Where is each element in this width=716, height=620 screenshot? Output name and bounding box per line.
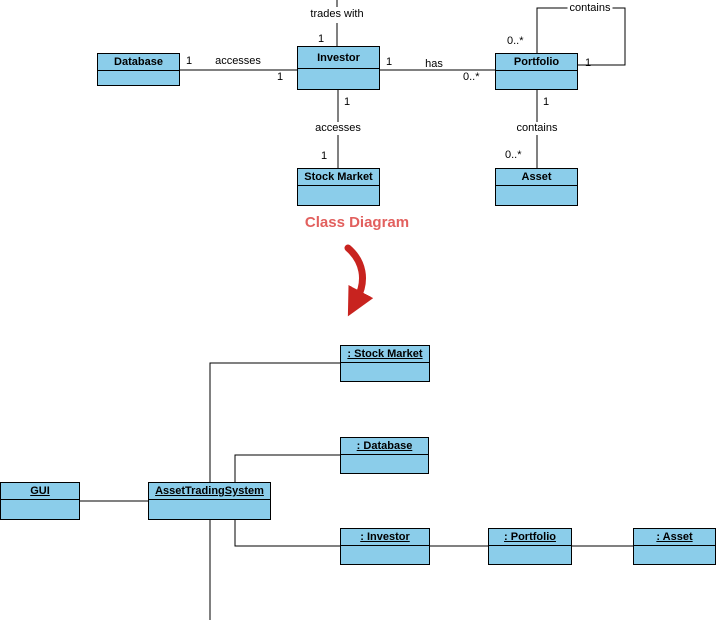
object-name-asset: : Asset xyxy=(634,529,715,546)
edge-portfolio-self-loop xyxy=(536,7,626,66)
class-name-stock-market: Stock Market xyxy=(298,169,379,186)
edge-label-contains-asset: contains xyxy=(514,122,560,135)
class-investor[interactable]: Investor xyxy=(297,46,380,90)
link-ats-stockmarket xyxy=(209,362,340,482)
class-stock-market[interactable]: Stock Market xyxy=(297,168,380,206)
class-database[interactable]: Database xyxy=(97,53,180,86)
mult-has-source: 1 xyxy=(386,56,393,68)
mult-accesses-sm-source: 1 xyxy=(344,96,351,108)
class-name-database: Database xyxy=(98,54,179,71)
object-gui[interactable]: GUI xyxy=(0,482,80,520)
mult-contains-asset-source: 1 xyxy=(543,96,550,108)
edge-label-contains-self: contains xyxy=(567,2,613,15)
object-investor[interactable]: : Investor xyxy=(340,528,430,565)
diagram-title: Class Diagram xyxy=(304,214,410,231)
object-name-stock-market: : Stock Market xyxy=(341,346,429,363)
mult-contains-self-target: 1 xyxy=(585,57,592,69)
mult-has-target: 0..* xyxy=(463,71,480,83)
mult-accesses-database-target: 1 xyxy=(277,71,284,83)
class-asset[interactable]: Asset xyxy=(495,168,578,206)
mult-accesses-sm-target: 1 xyxy=(321,150,328,162)
mult-accesses-database-source: 1 xyxy=(186,55,193,67)
edge-label-accesses-sm: accesses xyxy=(313,122,363,135)
object-name-asset-trading-system: AssetTradingSystem xyxy=(149,483,270,500)
class-portfolio[interactable]: Portfolio xyxy=(495,53,578,90)
edge-label-has: has xyxy=(425,58,443,70)
mult-contains-asset-target: 0..* xyxy=(505,149,522,161)
object-name-gui: GUI xyxy=(1,483,79,500)
mult-contains-self-source: 0..* xyxy=(507,35,524,47)
edge-label-accesses-database: accesses xyxy=(215,55,261,67)
object-asset-trading-system[interactable]: AssetTradingSystem xyxy=(148,482,271,520)
object-stock-market[interactable]: : Stock Market xyxy=(340,345,430,382)
class-name-portfolio: Portfolio xyxy=(496,54,577,71)
link-ats-database xyxy=(234,454,340,482)
class-name-asset: Asset xyxy=(496,169,577,186)
object-asset[interactable]: : Asset xyxy=(633,528,716,565)
object-portfolio[interactable]: : Portfolio xyxy=(488,528,572,565)
object-name-portfolio: : Portfolio xyxy=(489,529,571,546)
link-ats-investor xyxy=(234,520,340,547)
edge-label-trades-with: trades with xyxy=(310,8,364,20)
mult-trades-with: 1 xyxy=(318,33,325,45)
object-database[interactable]: : Database xyxy=(340,437,429,474)
class-name-investor: Investor xyxy=(298,47,379,69)
object-name-investor: : Investor xyxy=(341,529,429,546)
transform-arrow xyxy=(344,244,374,317)
object-name-database: : Database xyxy=(341,438,428,455)
